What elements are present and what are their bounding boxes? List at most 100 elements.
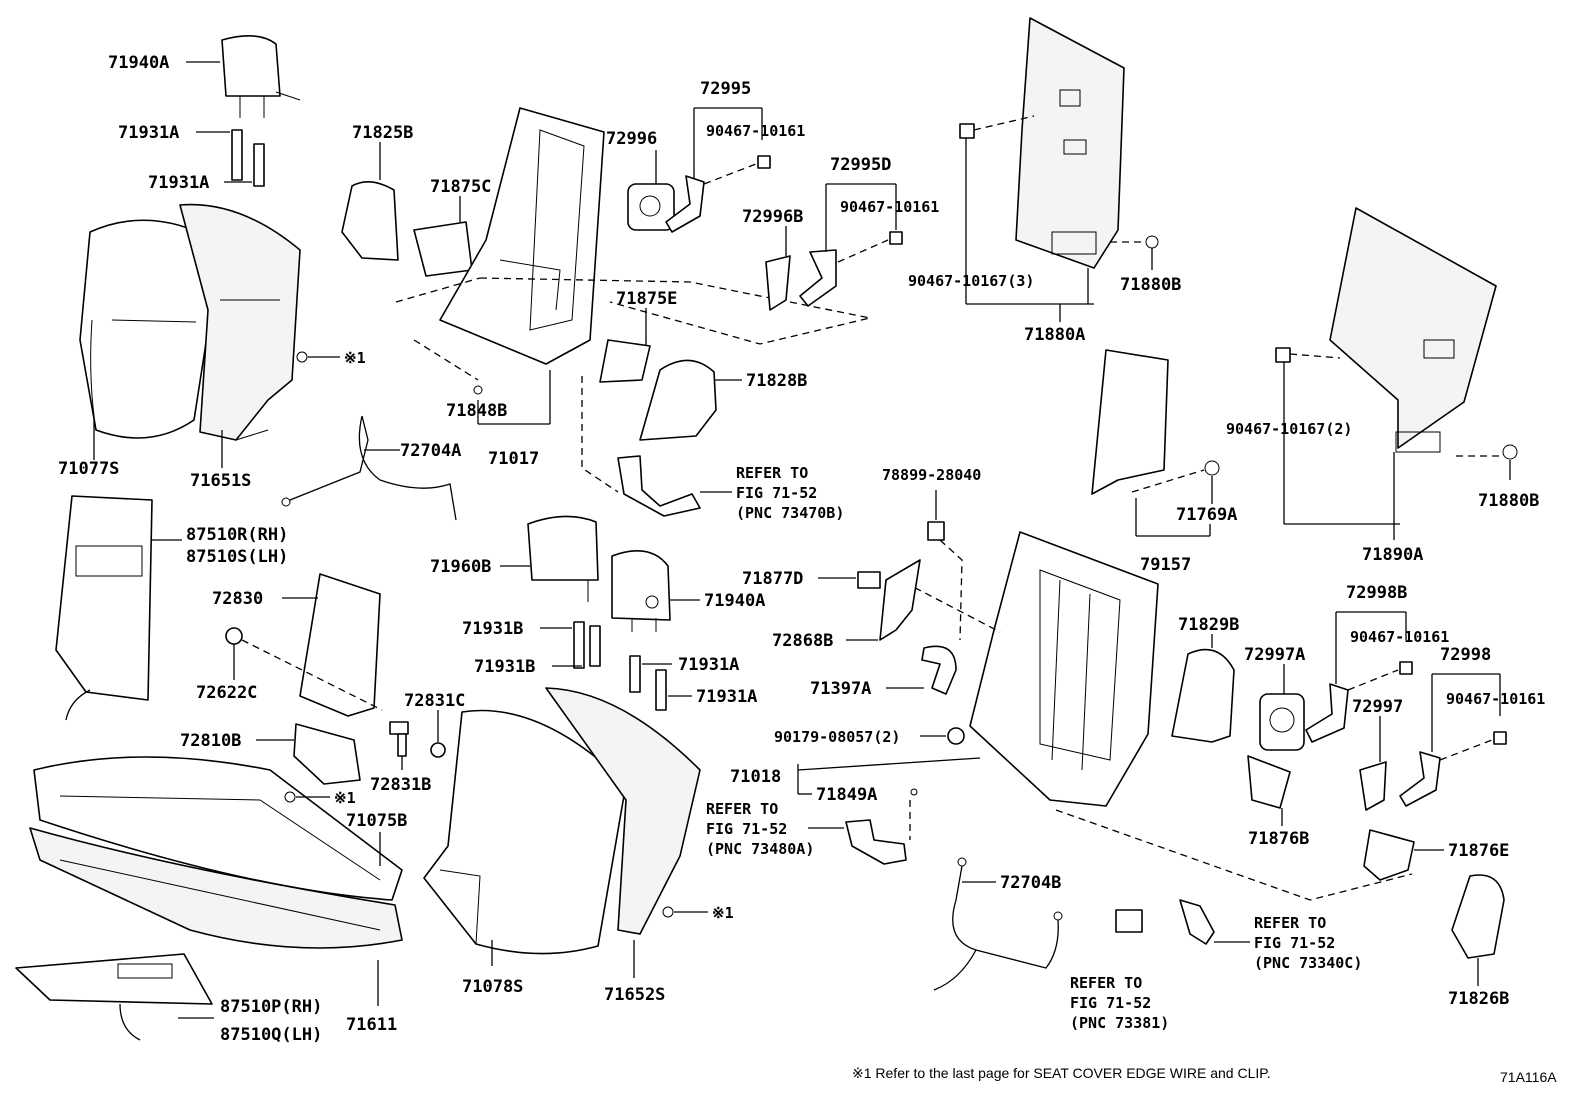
ref-73470b-2: FIG 71-52 [736, 484, 817, 502]
ref-73381-1: REFER TO [1070, 974, 1142, 992]
label-87510s: 87510S(LH) [186, 547, 288, 567]
lever-72998 [1399, 751, 1441, 807]
ref-73381-2: FIG 71-52 [1070, 994, 1151, 1012]
label-71397a: 71397A [810, 679, 871, 699]
label-72998: 72998 [1440, 645, 1491, 665]
recliner-72997a [1259, 693, 1305, 751]
label-71849a: 71849A [816, 785, 877, 805]
ref-73340c-3: (PNC 73340C) [1254, 954, 1362, 972]
bracket-72868b [879, 559, 921, 641]
label-71940a-mid: 71940A [704, 591, 765, 611]
label-90467-10161-c: 90467-10161 [1350, 628, 1449, 646]
ref-73340c-1: REFER TO [1254, 914, 1326, 932]
ref-73340c-2: FIG 71-52 [1254, 934, 1335, 952]
seat-frame-71018 [969, 531, 1159, 807]
recliner-72996b [765, 255, 791, 311]
bracket-71875c [413, 221, 473, 277]
lever-72998b [1305, 683, 1349, 743]
connector-73340c [1179, 899, 1215, 945]
label-71931a-4: 71931A [696, 687, 757, 707]
bolt-71931a-pair [231, 129, 265, 187]
label-72830: 72830 [212, 589, 263, 609]
seatback-cover-71077s [79, 219, 216, 439]
wire-harness-72704b [933, 857, 1063, 991]
cover-71829b [1171, 648, 1235, 743]
headrest-71940a-top [221, 35, 301, 118]
footnote-seat-cover-edge-wire: ※1 Refer to the last page for SEAT COVER… [852, 1065, 1271, 1081]
label-71940a-top: 71940A [108, 53, 169, 73]
ref-73480a-1: REFER TO [706, 800, 778, 818]
label-71017: 71017 [488, 449, 539, 469]
label-72997a: 72997A [1244, 645, 1305, 665]
clip-71877d [857, 571, 881, 589]
cover-71826b [1451, 874, 1505, 959]
label-71931a-2: 71931A [148, 173, 209, 193]
clip-mark-3: ※1 [662, 904, 734, 922]
ref-73381-3: (PNC 73381) [1070, 1014, 1169, 1032]
label-87510p: 87510P(RH) [220, 997, 322, 1017]
trim-79157 [1091, 349, 1169, 495]
label-71960b: 71960B [430, 557, 491, 577]
label-71931b-2: 71931B [474, 657, 535, 677]
svg-text:※1: ※1 [712, 904, 734, 922]
bolt-78899-28040 [927, 521, 945, 541]
label-71877d: 71877D [742, 569, 803, 589]
label-72996b: 72996B [742, 207, 803, 227]
label-90467-10167-3: 90467-10167(3) [908, 272, 1034, 290]
label-78899-28040: 78899-28040 [882, 466, 981, 484]
recliner-72996 [627, 183, 675, 231]
label-72995: 72995 [700, 79, 751, 99]
label-71018: 71018 [730, 767, 781, 787]
bolt-71931b-pair [573, 621, 601, 669]
label-72622c: 72622C [196, 683, 257, 703]
label-72810b: 72810B [180, 731, 241, 751]
label-71078s: 71078S [462, 977, 523, 997]
connector-73381 [1115, 909, 1143, 933]
back-board-71880a [1015, 17, 1125, 269]
recliner-72997 [1359, 761, 1387, 811]
clip-mark-1: ※1 [296, 349, 366, 367]
seatback-frame-71017 [439, 107, 605, 365]
label-87510r: 87510R(RH) [186, 525, 288, 545]
bushing-72622c [225, 627, 243, 645]
label-72704b: 72704B [1000, 873, 1061, 893]
label-71825b: 71825B [352, 123, 413, 143]
connector-73480a [845, 819, 907, 865]
bracket-71875e [599, 339, 651, 383]
bolt-71931a-lower-pair [629, 655, 667, 711]
label-72868b: 72868B [772, 631, 833, 651]
label-71652s: 71652S [604, 985, 665, 1005]
label-90467-10167-2: 90467-10167(2) [1226, 420, 1352, 438]
label-72995d: 72995D [830, 155, 891, 175]
label-79157: 79157 [1140, 555, 1191, 575]
label-90467-10161-b: 90467-10161 [840, 198, 939, 216]
label-71828b: 71828B [746, 371, 807, 391]
label-71931b-1: 71931B [462, 619, 523, 639]
seatback-pad-71652s [545, 687, 701, 935]
label-87510q: 87510Q(LH) [220, 1025, 322, 1045]
label-71829b: 71829B [1178, 615, 1239, 635]
label-71931a-3: 71931A [678, 655, 739, 675]
label-71875c: 71875C [430, 177, 491, 197]
lever-72995d [799, 249, 837, 307]
hook-71397a [921, 645, 957, 695]
bracket-71876b [1247, 755, 1291, 809]
cover-72810b [293, 723, 361, 785]
label-71880b-right: 71880B [1478, 491, 1539, 511]
seatback-cover-71078s [423, 709, 627, 955]
connector-73470b [617, 455, 701, 517]
label-90467-10161-a: 90467-10161 [706, 122, 805, 140]
label-72831b: 72831B [370, 775, 431, 795]
back-board-71890a [1329, 207, 1497, 453]
label-71826b: 71826B [1448, 989, 1509, 1009]
nut-90179-08057 [947, 727, 965, 745]
cover-71828b [639, 359, 717, 441]
label-71880b-top: 71880B [1120, 275, 1181, 295]
label-71931a-1: 71931A [118, 123, 179, 143]
headrest-71960b [527, 515, 599, 602]
label-71611: 71611 [346, 1015, 397, 1035]
seat-cushion-cover-71075b [33, 756, 403, 901]
wire-harness-72704a [281, 415, 457, 521]
label-71848b: 71848B [446, 401, 507, 421]
